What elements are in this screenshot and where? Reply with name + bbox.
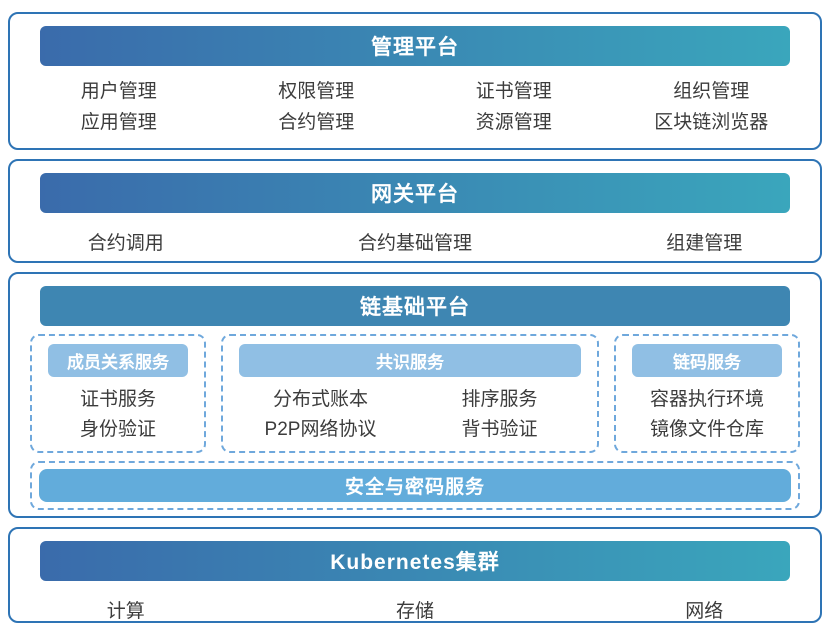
item-resource-management: 资源管理 bbox=[475, 112, 552, 133]
consensus-service-box: 共识服务 分布式账本 P2P网络协议 排序服务 背书验证 bbox=[221, 334, 599, 453]
item-network: 网络 bbox=[685, 601, 724, 622]
panel-kubernetes-cluster: Kubernetes集群 计算 存储 网络 bbox=[8, 527, 822, 623]
item-container-runtime-env: 容器执行环境 bbox=[649, 389, 764, 410]
gateway-platform-header: 网关平台 bbox=[40, 173, 790, 213]
security-crypto-service-bar: 安全与密码服务 bbox=[39, 469, 791, 502]
item-contract-management: 合约管理 bbox=[278, 112, 355, 133]
item-certificate-management: 证书管理 bbox=[475, 81, 552, 102]
member-service-items: 证书服务 身份验证 bbox=[40, 377, 196, 445]
consensus-service-badge: 共识服务 bbox=[239, 344, 581, 377]
consensus-items-right: 排序服务 背书验证 bbox=[410, 377, 589, 445]
item-certificate-service: 证书服务 bbox=[79, 389, 156, 410]
item-p2p-network-protocol: P2P网络协议 bbox=[264, 419, 377, 440]
item-permission-management: 权限管理 bbox=[278, 81, 355, 102]
panel-chain-base-platform: 链基础平台 成员关系服务 证书服务 身份验证 共识服务 分布式账本 P2P网络协… bbox=[8, 272, 822, 518]
chain-services-row: 成员关系服务 证书服务 身份验证 共识服务 分布式账本 P2P网络协议 排序服务… bbox=[30, 334, 800, 453]
item-component-management: 组建管理 bbox=[666, 233, 743, 254]
item-compute: 计算 bbox=[106, 601, 145, 622]
item-contract-base-management: 合约基础管理 bbox=[357, 233, 472, 254]
chaincode-service-box: 链码服务 容器执行环境 镜像文件仓库 bbox=[614, 334, 800, 453]
item-image-file-repository: 镜像文件仓库 bbox=[649, 419, 764, 440]
management-platform-header: 管理平台 bbox=[40, 26, 790, 66]
item-ordering-service: 排序服务 bbox=[461, 389, 538, 410]
item-identity-verification: 身份验证 bbox=[79, 419, 156, 440]
item-distributed-ledger: 分布式账本 bbox=[272, 389, 368, 410]
gateway-items: 合约调用 合约基础管理 组建管理 bbox=[10, 213, 820, 255]
chain-base-platform-header: 链基础平台 bbox=[40, 286, 790, 326]
panel-gateway-platform: 网关平台 合约调用 合约基础管理 组建管理 bbox=[8, 159, 822, 263]
item-endorsement-verification: 背书验证 bbox=[461, 419, 538, 440]
panel-management-platform: 管理平台 用户管理 权限管理 证书管理 组织管理 应用管理 合约管理 资源管理 … bbox=[8, 12, 822, 150]
item-user-management: 用户管理 bbox=[80, 81, 157, 102]
consensus-items-left: 分布式账本 P2P网络协议 bbox=[231, 377, 410, 445]
item-organization-management: 组织管理 bbox=[673, 81, 750, 102]
chaincode-service-badge: 链码服务 bbox=[632, 344, 782, 377]
consensus-service-items: 分布式账本 P2P网络协议 排序服务 背书验证 bbox=[231, 377, 589, 445]
management-items: 用户管理 权限管理 证书管理 组织管理 应用管理 合约管理 资源管理 区块链浏览… bbox=[10, 66, 820, 138]
kubernetes-cluster-header: Kubernetes集群 bbox=[40, 541, 790, 581]
chaincode-service-items: 容器执行环境 镜像文件仓库 bbox=[624, 377, 790, 445]
item-storage: 存储 bbox=[395, 601, 434, 622]
security-crypto-service-box: 安全与密码服务 bbox=[30, 461, 800, 510]
member-relationship-service-badge: 成员关系服务 bbox=[48, 344, 188, 377]
item-application-management: 应用管理 bbox=[80, 112, 157, 133]
item-contract-invoke: 合约调用 bbox=[87, 233, 164, 254]
item-blockchain-explorer: 区块链浏览器 bbox=[654, 112, 769, 133]
kubernetes-items: 计算 存储 网络 bbox=[10, 581, 820, 623]
member-relationship-service-box: 成员关系服务 证书服务 身份验证 bbox=[30, 334, 206, 453]
